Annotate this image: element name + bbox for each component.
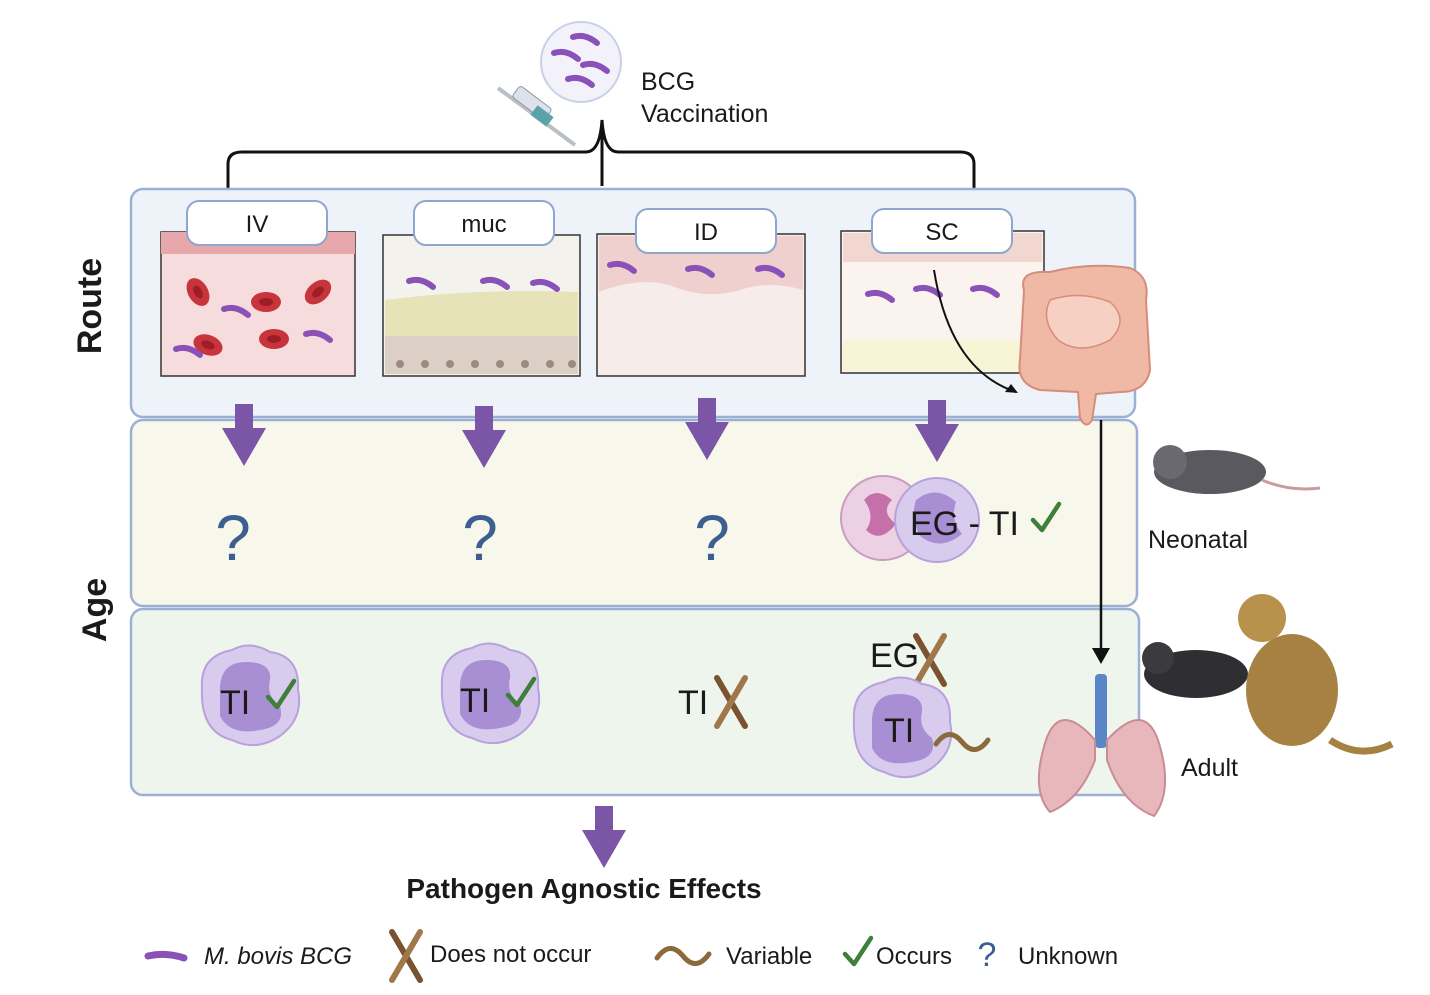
neonatal-muc-unknown: ? [462,502,498,574]
route-box-id [635,208,777,254]
route-row-label: Route [71,258,109,354]
route-label-iv: IV [246,211,269,238]
neonatal-iv-unknown: ? [215,502,251,574]
route-box-iv [186,200,328,246]
intradermal-tissue-illustration [596,233,806,377]
iv-tissue-illustration [160,231,356,377]
syringe-icon [496,86,577,147]
legend-unknown-icon: ? [978,936,997,974]
legend-occurs-label: Occurs [876,943,952,970]
neonatal-sc-result: EG - TI [910,505,1019,543]
legend-unknown-label: Unknown [1018,943,1118,970]
route-label-id: ID [694,219,718,246]
neonatal-id-unknown: ? [694,502,730,574]
legend-cross-icon [392,932,420,980]
neonatal-label: Neonatal [1148,526,1248,554]
adult-sc-ti-result: TI [884,712,914,750]
outcome-label: Pathogen Agnostic Effects [406,873,761,904]
outcome-down-arrow [582,806,626,868]
subcutaneous-tissue-illustration [840,230,1045,393]
adult-label: Adult [1181,754,1238,782]
connector-arrowhead [1092,648,1110,664]
header-title-line2: Vaccination [641,100,768,128]
monkey-icon [1238,594,1394,755]
bcg-vaccine-icon [540,21,622,103]
route-label-sc: SC [925,219,958,246]
legend-bcg-label: M. bovis BCG [204,943,352,970]
age-row-label: Age [76,578,114,642]
adult-sc-eg-result: EG [870,637,919,675]
neonatal-sc-cells [840,475,980,563]
neonatal-mouse-icon [1153,445,1321,494]
adult-muc-result: TI [460,682,490,720]
legend-variable-icon [657,948,709,963]
header-title-line1: BCG [641,68,695,96]
mucosal-tissue-illustration [382,234,581,377]
legend-bcg-icon [144,950,188,962]
adult-id-result: TI [678,684,708,722]
route-bracket [226,119,976,188]
lungs-icon [1037,674,1167,818]
route-label-muc: muc [461,211,506,238]
legend-check-icon [845,938,871,964]
adult-iv-result: TI [220,684,250,722]
route-box-muc [413,200,555,246]
route-box-sc [871,208,1013,254]
adult-mouse-icon [1142,642,1248,698]
legend-not-occur-label: Does not occur [430,941,591,968]
intestine-icon [1018,264,1152,426]
legend-variable-label: Variable [726,943,812,970]
